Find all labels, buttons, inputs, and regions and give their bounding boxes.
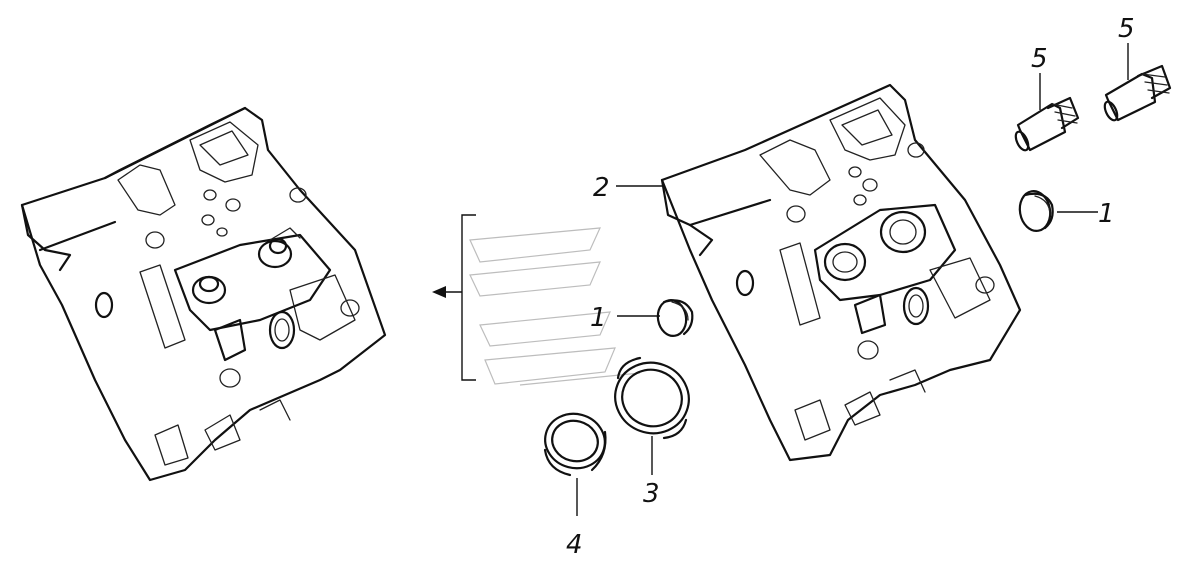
arrow-icon bbox=[432, 286, 446, 298]
callout-1-right: 1 bbox=[1098, 199, 1115, 229]
valve-guide-a bbox=[1014, 96, 1080, 152]
plug-right bbox=[1018, 190, 1054, 232]
plug-center bbox=[656, 299, 694, 337]
callout-4: 4 bbox=[566, 530, 583, 560]
assembly-bracket bbox=[432, 214, 476, 381]
ring-3 bbox=[614, 356, 690, 440]
watermark bbox=[469, 227, 641, 386]
callout-5-left: 5 bbox=[1031, 44, 1048, 74]
callout-5-right: 5 bbox=[1118, 14, 1135, 44]
callout-2: 2 bbox=[593, 173, 610, 203]
callout-3: 3 bbox=[643, 479, 660, 509]
ring-4 bbox=[543, 412, 607, 477]
leader-lines bbox=[576, 43, 1129, 516]
cylinder-head-assembled bbox=[20, 106, 387, 482]
cylinder-head-exploded bbox=[660, 83, 1022, 462]
valve-guide-b bbox=[1103, 64, 1172, 122]
callout-1-center: 1 bbox=[590, 303, 607, 333]
